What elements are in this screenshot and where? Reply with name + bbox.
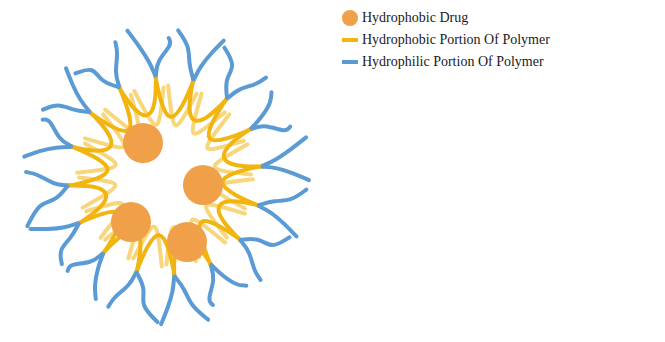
polymer-chains bbox=[24, 30, 309, 324]
drug-particle bbox=[167, 222, 207, 262]
legend-line bbox=[342, 38, 358, 42]
hydrophilic-tail bbox=[252, 126, 290, 130]
hydrophilic-tail bbox=[43, 105, 89, 112]
drug-particle bbox=[123, 123, 163, 163]
hydrophilic-tail bbox=[26, 172, 67, 185]
hydrophilic-tail bbox=[24, 147, 71, 157]
hydrophilic-tail bbox=[115, 42, 119, 86]
hydrophilic-tail bbox=[241, 237, 290, 245]
hydrophilic-tail bbox=[194, 41, 224, 80]
legend-line-sample bbox=[340, 36, 360, 44]
legend-line bbox=[342, 60, 358, 64]
hydrophilic-tail bbox=[156, 38, 170, 75]
hydrophilic-tail bbox=[178, 30, 193, 79]
hydrophilic-tail bbox=[211, 265, 246, 286]
legend-swatch bbox=[342, 10, 358, 26]
hydrophilic-tail bbox=[61, 224, 79, 264]
hydrophilic-tail bbox=[108, 272, 136, 306]
hydrophobic-strand bbox=[190, 79, 228, 120]
hydrophilic-tail bbox=[228, 78, 266, 99]
hydrophilic-tail bbox=[43, 119, 72, 146]
hydrophilic-tail bbox=[95, 254, 103, 299]
hydrophilic-tail bbox=[263, 137, 307, 166]
hydrophobic-strand bbox=[224, 128, 263, 166]
hydrophilic-tail bbox=[31, 223, 79, 229]
hydrophilic-tail bbox=[127, 31, 155, 76]
hydrophobic-strand bbox=[67, 185, 106, 223]
hydrophilic-tail bbox=[259, 206, 297, 237]
legend-text: Hydrophobic Drug bbox=[362, 9, 468, 27]
hydrophilic-tail bbox=[137, 273, 158, 322]
hydrophilic-tail bbox=[175, 276, 208, 319]
hydrophilic-tail bbox=[259, 190, 307, 206]
hydrophilic-tail bbox=[75, 70, 118, 87]
hydrophilic-tail bbox=[251, 92, 271, 128]
hydrophobic-strand bbox=[71, 112, 111, 151]
hydrophilic-tail bbox=[27, 186, 67, 226]
hydrophilic-tail bbox=[263, 167, 309, 180]
hydrophilic-tail bbox=[224, 48, 232, 98]
hydrophilic-tail bbox=[240, 240, 260, 280]
hydrophobic-strand bbox=[219, 201, 259, 240]
drug-particle bbox=[183, 165, 223, 205]
hydrophobic-strand bbox=[119, 75, 156, 115]
hydrophilic-tail bbox=[66, 68, 90, 111]
legend-text: Hydrophilic Portion Of Polymer bbox=[362, 53, 544, 71]
legend-line-sample bbox=[340, 58, 360, 66]
hydrophilic-tail bbox=[209, 265, 213, 305]
legend-text: Hydrophobic Portion Of Polymer bbox=[362, 31, 550, 49]
drug-particle bbox=[111, 202, 151, 242]
hydrophilic-tail bbox=[161, 277, 174, 325]
